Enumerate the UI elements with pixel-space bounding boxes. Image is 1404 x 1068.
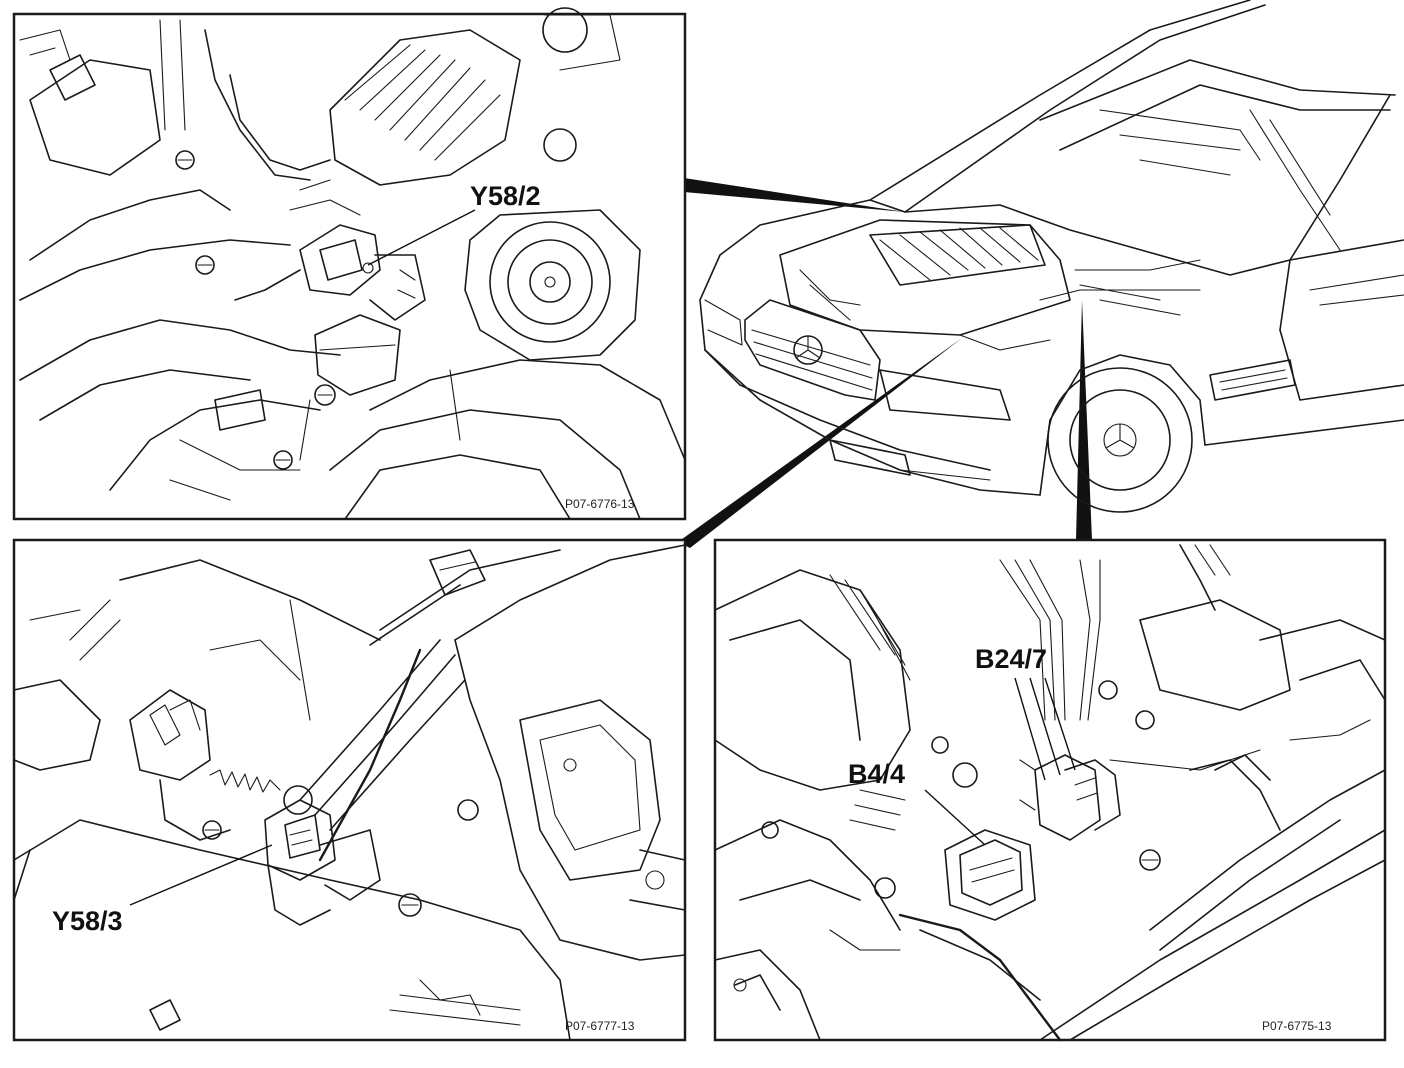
callout-wedge-bottom-left: [678, 338, 962, 548]
sensor-b24-7: [1019, 754, 1121, 841]
figure-ref-bottom-left: P07-6777-13: [565, 1019, 635, 1033]
engine-intake-fins: [869, 224, 1046, 286]
figure-ref-bottom-right: P07-6775-13: [1262, 1019, 1332, 1033]
leader-y58-3: [129, 844, 273, 906]
car-overview: [699, 0, 1404, 513]
callout-connectors: [678, 178, 1092, 548]
engine-bay-drawing-bottom-right: [714, 544, 1386, 1042]
leader-b24-7-c: [1014, 677, 1046, 781]
detail-panel-top-left: Y58/2 P07-6776-13: [12, 7, 687, 521]
engine-bay-drawing-bottom-left: [13, 544, 686, 1041]
engine-bay-drawing-top-left: [19, 7, 686, 520]
label-y58-2: Y58/2: [470, 181, 541, 211]
spring: [209, 769, 281, 793]
label-b24-7: B24/7: [975, 644, 1047, 674]
label-b4-4: B4/4: [848, 759, 905, 789]
leader-b4-4: [924, 789, 986, 846]
callout-wedge-top-left: [684, 178, 905, 212]
reservoir-cap: [464, 209, 641, 361]
label-y58-3: Y58/3: [52, 906, 123, 936]
sensor-b4-4: [944, 762, 1036, 921]
figure-ref-top-left: P07-6776-13: [565, 497, 635, 511]
callout-wedge-bottom-right: [1076, 300, 1092, 540]
leader-b24-7-a: [1029, 677, 1061, 776]
detail-panel-bottom-left: Y58/3 P07-6777-13: [12, 538, 687, 1042]
leader-y58-2: [367, 209, 476, 266]
detail-panel-bottom-right: B24/7 B4/4 P07-6775-13: [713, 538, 1387, 1042]
valve-y58-2: [234, 179, 426, 321]
leader-b24-7-b: [1044, 677, 1076, 771]
